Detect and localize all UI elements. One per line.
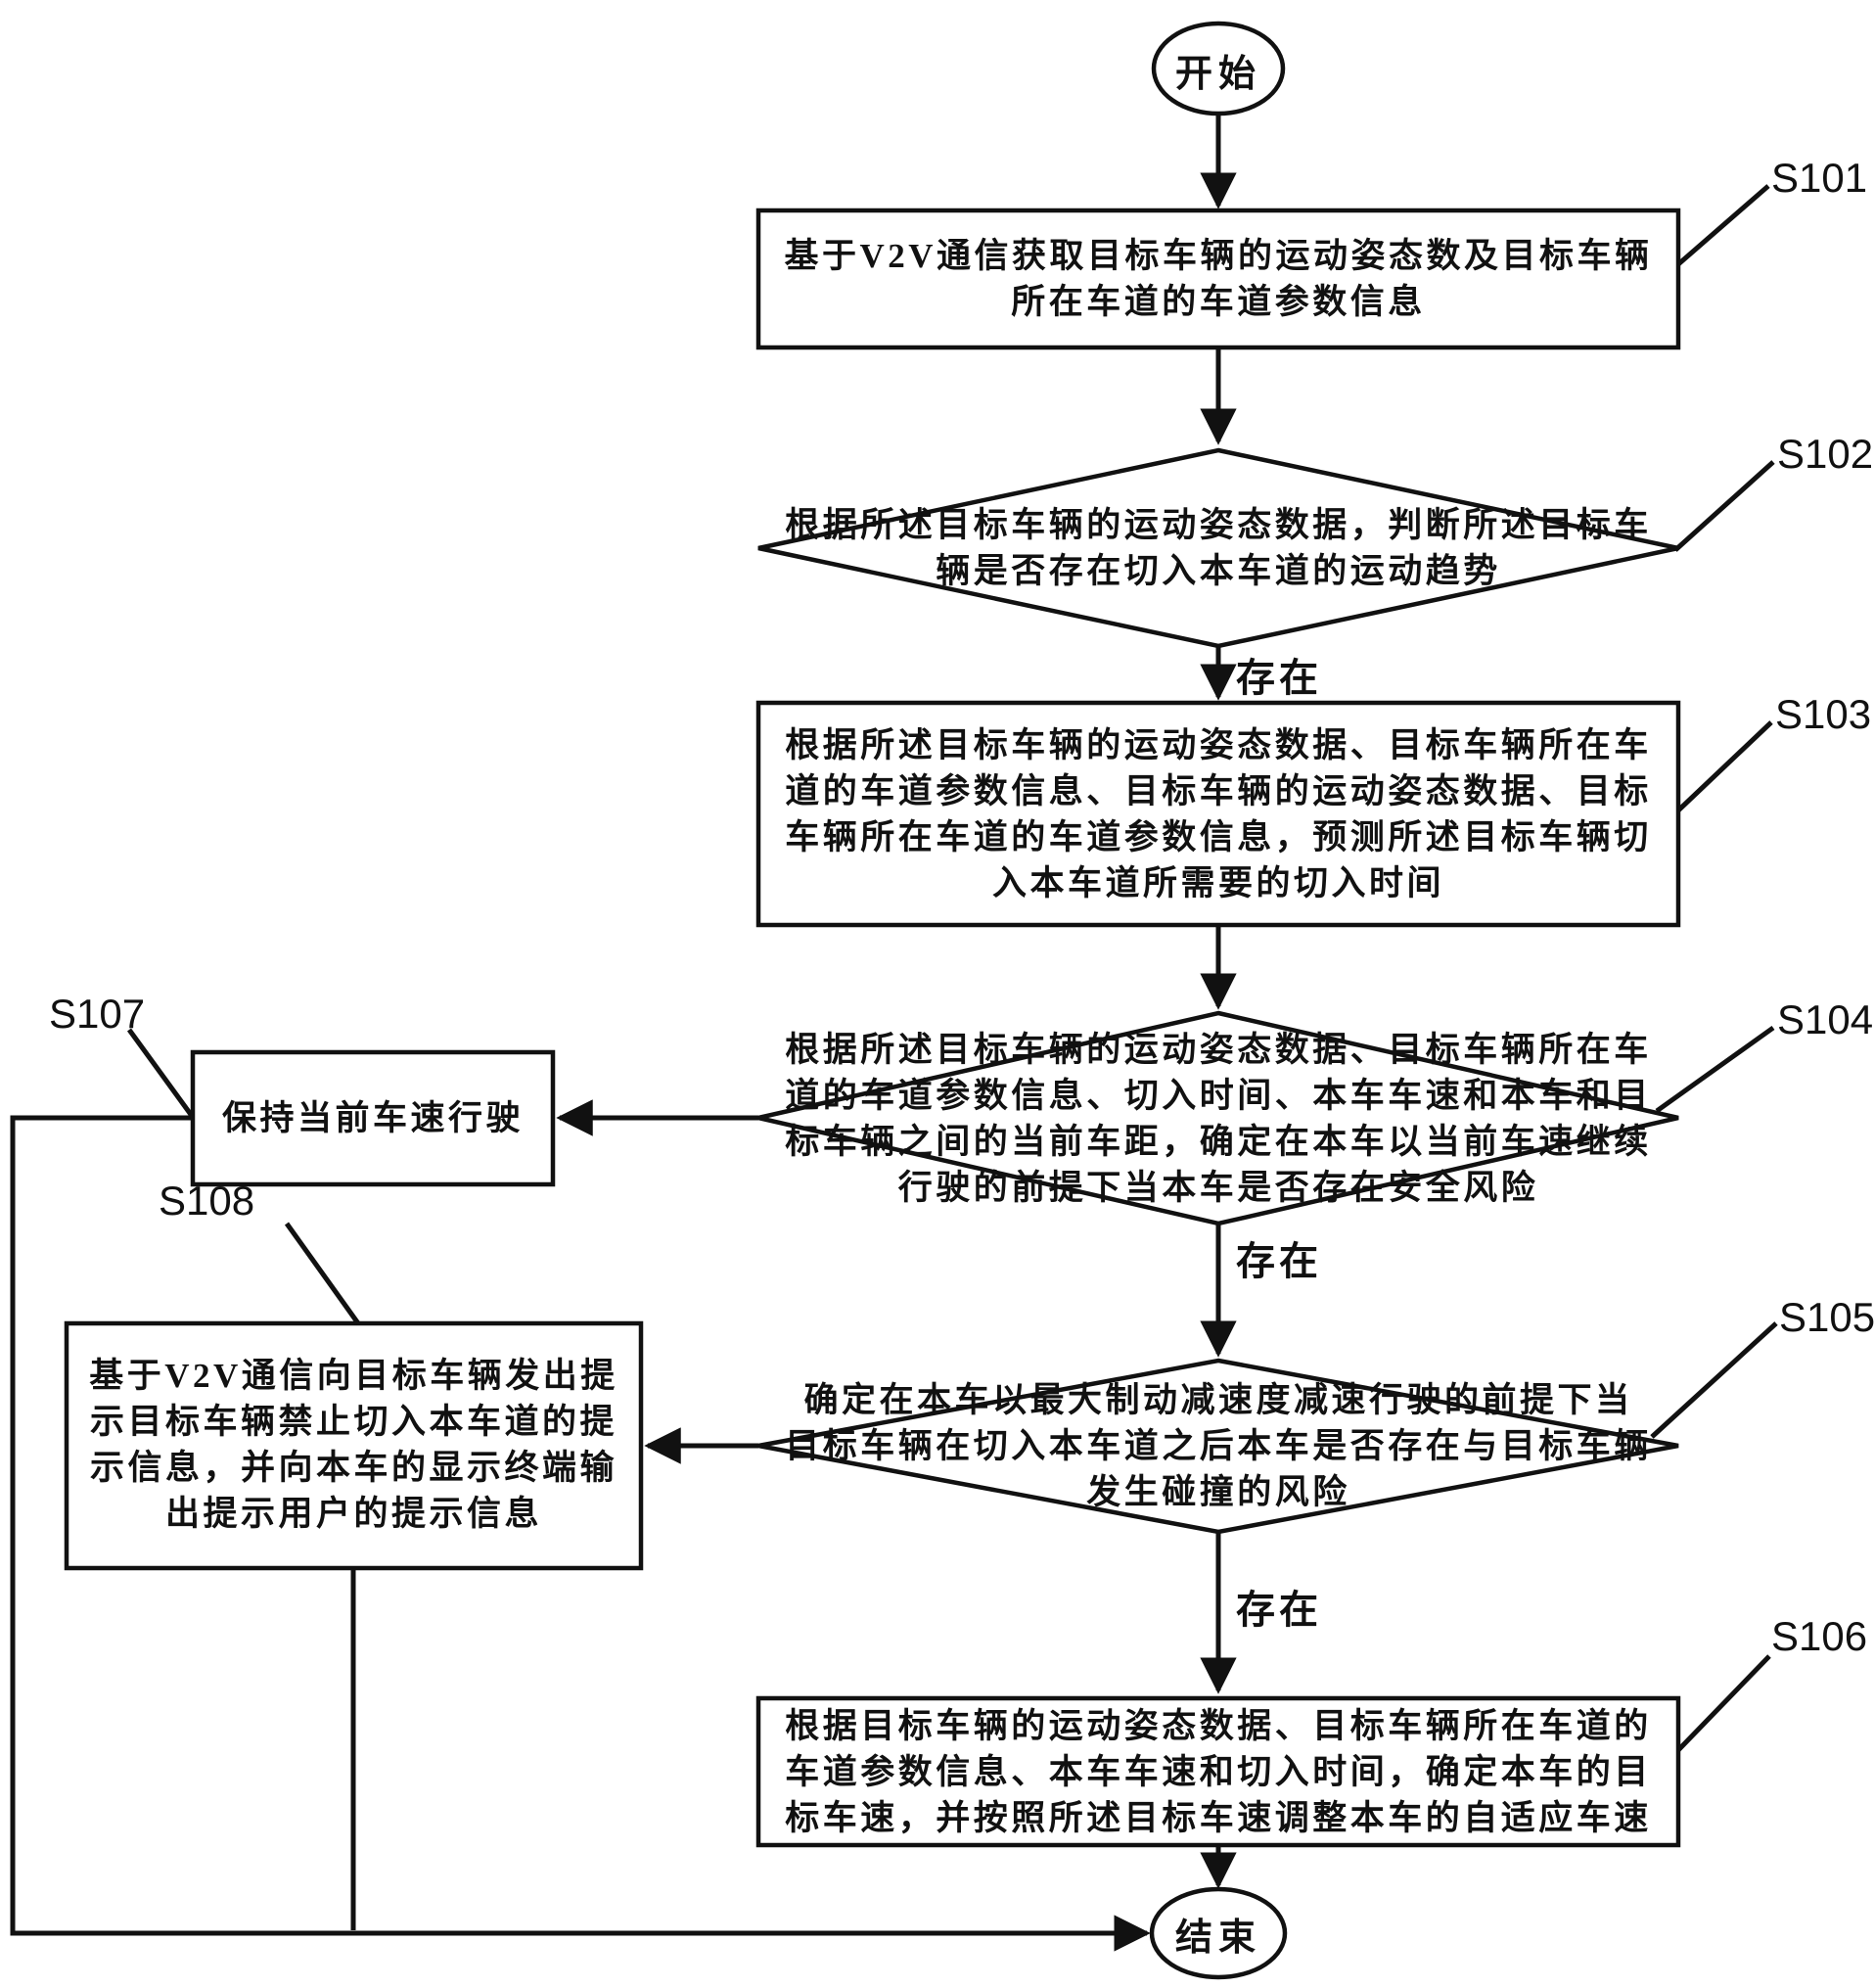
step-label-s101: S101 [1771, 155, 1868, 201]
end-terminal-shape [1149, 1886, 1288, 1980]
decision-s102-text: 根据所述目标车辆的运动姿态数据，判断所述目标车 辆是否存在切入本车道的运动趋势 [766, 456, 1670, 640]
process-s101-text: 基于V2V通信获取目标车辆的运动姿态数及目标车辆 所在车道的车道参数信息 [766, 214, 1670, 344]
text-line: 辆是否存在切入本车道的运动趋势 [936, 552, 1501, 590]
tick-s107 [126, 1028, 195, 1118]
connector-s107-return-to-end [10, 1115, 1151, 1952]
text-line: 标车速，并按照所述目标车速调整本车的自适应车速 [785, 1798, 1652, 1837]
text-line: 标车辆之间的当前车距，确定在本车以当前车速继续 [785, 1122, 1652, 1161]
tick-s104 [1655, 1025, 1775, 1114]
text-line: 保持当前车速行驶 [221, 1099, 524, 1137]
text-line: 行驶的前提下当本车是否存在安全风险 [897, 1168, 1539, 1207]
tick-s101 [1676, 184, 1770, 266]
end-terminal-label: 结束 [1174, 1917, 1261, 1959]
text-line: 所在车道的车道参数信息 [1011, 283, 1426, 321]
tick-s102 [1673, 460, 1775, 552]
text-line: 根据所述目标车辆的运动姿态数据，判断所述目标车 [785, 506, 1652, 544]
text-line: 道的车道参数信息、目标车辆的运动姿态数据、目标 [785, 771, 1652, 810]
text-line: 道的车道参数信息、切入时间、本车车速和本车和目 [785, 1076, 1652, 1115]
step-label-s104: S104 [1777, 996, 1874, 1042]
branch-label-s102-exists: 存在 [1236, 656, 1322, 700]
text-line: 目标车辆在切入本车道之后本车是否存在与目标车辆 [785, 1427, 1652, 1465]
text-line: 出提示用户的提示信息 [164, 1495, 542, 1533]
text-line: 确定在本车以最大制动减速度减速行驶的前提下当 [803, 1381, 1633, 1419]
step-label-s105: S105 [1779, 1294, 1874, 1340]
branch-label-s104-exists: 存在 [1236, 1239, 1322, 1283]
text-line: 根据目标车辆的运动姿态数据、目标车辆所在车道的 [785, 1706, 1652, 1745]
text-line: 根据所述目标车辆的运动姿态数据、目标车辆所在车 [785, 1030, 1652, 1069]
text-line: 示信息，并向本车的显示终端输 [89, 1449, 617, 1487]
tick-s105 [1650, 1321, 1778, 1439]
text-line: 根据所述目标车辆的运动姿态数据、目标车辆所在车 [785, 725, 1652, 764]
process-s106-text: 根据目标车辆的运动姿态数据、目标车辆所在车道的 车道参数信息、本车车速和切入时间… [766, 1700, 1670, 1843]
text-line: 基于V2V通信获取目标车辆的运动姿态数及目标车辆 [784, 237, 1653, 275]
step-label-s108: S108 [159, 1178, 255, 1224]
text-line: 车辆所在车道的车道参数信息，预测所述目标车辆切 [785, 817, 1652, 856]
decision-s104-text: 根据所述目标车辆的运动姿态数据、目标车辆所在车 道的车道参数信息、切入时间、本车… [766, 1016, 1670, 1221]
branch-label-s105-exists: 存在 [1236, 1588, 1322, 1632]
text-line: 发生碰撞的风险 [1086, 1473, 1350, 1511]
process-s108-text: 基于V2V通信向目标车辆发出提 示目标车辆禁止切入本车道的提 示信息，并向本车的… [74, 1325, 633, 1564]
step-label-s107: S107 [49, 991, 146, 1037]
text-line: 车道参数信息、本车车速和切入时间，确定本车的目 [785, 1752, 1652, 1791]
start-terminal-label: 开始 [1174, 53, 1261, 95]
step-label-s103: S103 [1775, 691, 1872, 737]
text-line: 入本车道所需要的切入时间 [991, 863, 1444, 902]
text-line: 基于V2V通信向目标车辆发出提 [89, 1357, 618, 1395]
process-s103-text: 根据所述目标车辆的运动姿态数据、目标车辆所在车 道的车道参数信息、目标车辆的运动… [766, 707, 1670, 921]
tick-s103 [1676, 720, 1773, 812]
text-line: 示目标车辆禁止切入本车道的提 [89, 1403, 617, 1441]
step-label-s102: S102 [1777, 431, 1874, 477]
step-label-s106: S106 [1771, 1613, 1868, 1659]
tick-s106 [1676, 1654, 1771, 1752]
process-s107-text: 保持当前车速行驶 [195, 1054, 551, 1182]
tick-s108 [284, 1222, 361, 1325]
decision-s105-text: 确定在本车以最大制动减速度减速行驶的前提下当 目标车辆在切入本车道之后本车是否存… [766, 1361, 1670, 1532]
